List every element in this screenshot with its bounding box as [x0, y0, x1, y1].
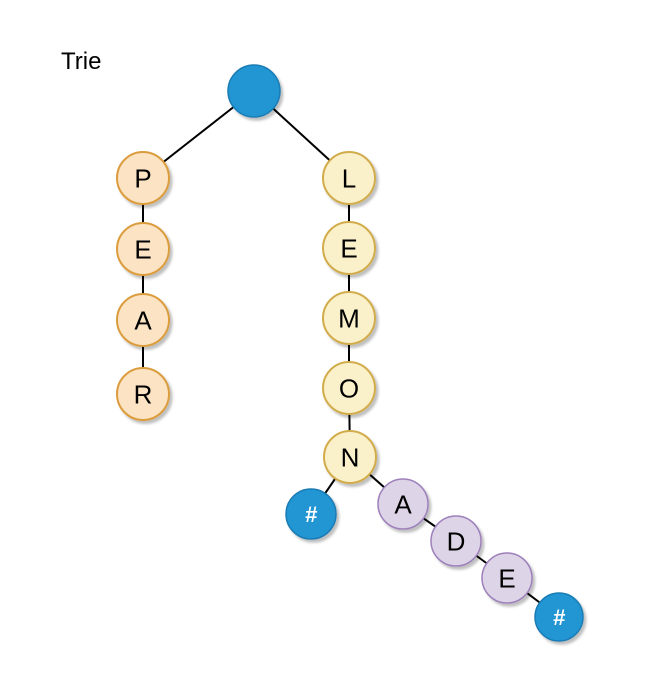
- node-circle-E1: [116, 222, 170, 276]
- trie-node-R: R: [116, 367, 170, 421]
- node-circle-A2: [377, 478, 429, 530]
- trie-node-END1: #: [285, 488, 337, 540]
- trie-node-E2: E: [322, 221, 376, 275]
- trie-node-M: M: [322, 291, 376, 345]
- trie-node-root: [227, 64, 281, 118]
- node-label-E3: E: [498, 563, 515, 593]
- node-label-N: N: [341, 442, 360, 472]
- node-circle-D: [430, 515, 482, 567]
- node-circle-L: [322, 151, 376, 205]
- node-circle-R: [116, 367, 170, 421]
- trie-node-E1: E: [116, 222, 170, 276]
- node-label-M: M: [338, 303, 360, 333]
- node-circle-root: [227, 64, 281, 118]
- trie-node-P: P: [116, 151, 170, 205]
- node-circle-E3: [481, 552, 533, 604]
- node-circle-END2: [534, 592, 584, 642]
- node-label-D: D: [447, 526, 466, 556]
- node-label-A1: A: [134, 305, 152, 335]
- node-circle-A1: [116, 293, 170, 347]
- nodes-layer: P E A R L E M O N # A D E #: [116, 64, 584, 642]
- diagram-title: Trie: [61, 48, 102, 75]
- trie-node-L: L: [322, 151, 376, 205]
- trie-node-N: N: [323, 430, 377, 484]
- trie-node-A2: A: [377, 478, 429, 530]
- node-label-P: P: [134, 163, 151, 193]
- node-circle-P: [116, 151, 170, 205]
- node-label-A2: A: [394, 489, 412, 519]
- node-circle-O: [322, 361, 376, 415]
- node-label-R: R: [134, 379, 153, 409]
- node-label-END2: #: [553, 605, 566, 630]
- node-label-L: L: [342, 163, 356, 193]
- node-label-END1: #: [305, 502, 318, 527]
- trie-node-A1: A: [116, 293, 170, 347]
- trie-node-E3: E: [481, 552, 533, 604]
- trie-node-END2: #: [534, 592, 584, 642]
- node-label-E2: E: [340, 233, 357, 263]
- node-label-O: O: [339, 373, 359, 403]
- node-circle-N: [323, 430, 377, 484]
- node-circle-END1: [285, 488, 337, 540]
- trie-node-O: O: [322, 361, 376, 415]
- node-circle-E2: [322, 221, 376, 275]
- node-circle-M: [322, 291, 376, 345]
- node-label-E1: E: [134, 234, 151, 264]
- trie-node-D: D: [430, 515, 482, 567]
